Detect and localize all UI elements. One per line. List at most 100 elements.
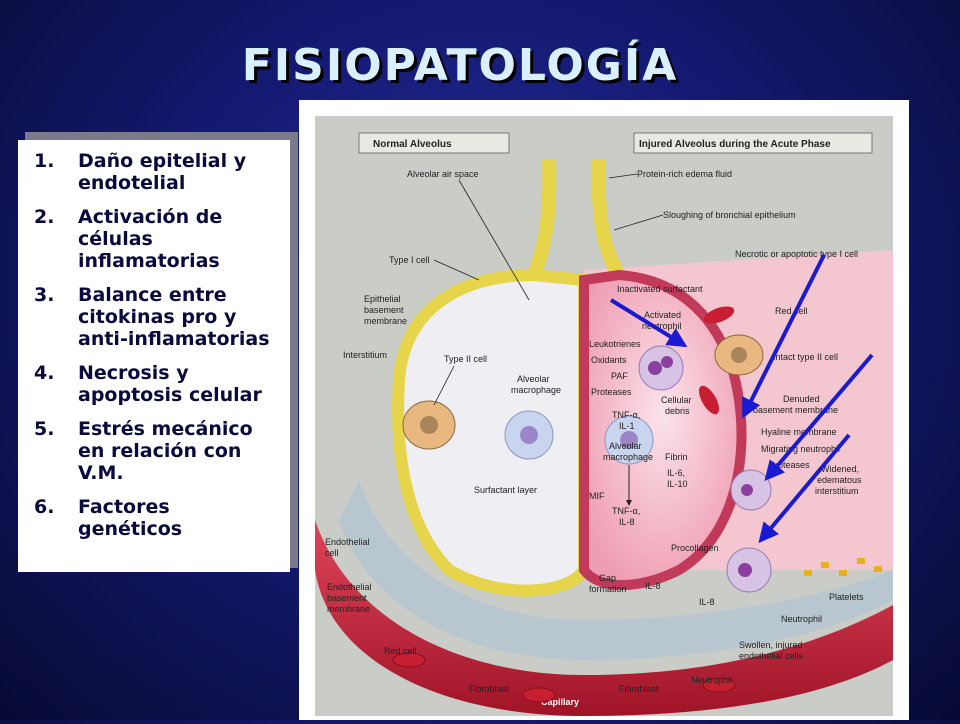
platelet-shape bbox=[804, 570, 812, 576]
red-cell-shape bbox=[522, 687, 556, 703]
red-cell-shape bbox=[698, 385, 720, 415]
label-tnf-il8: TNF-α, bbox=[612, 506, 640, 516]
label-endothelial-bm: membrane bbox=[327, 604, 370, 614]
label-epithelial-bm: basement bbox=[364, 305, 404, 315]
label-necrotic-cell: Necrotic or apoptotic type I cell bbox=[735, 249, 858, 259]
list-item: 2. Activación de células inflamatorias bbox=[28, 206, 280, 272]
capillary-vessel bbox=[315, 520, 893, 716]
list-item: 6. Factores genéticos bbox=[28, 496, 280, 540]
list-item-number: 6. bbox=[34, 496, 55, 518]
label-il8: IL-8 bbox=[699, 597, 715, 607]
type-ii-nucleus bbox=[731, 347, 747, 363]
label-leukotrienes: Leukotrienes bbox=[589, 339, 641, 349]
label-fibrin: Fibrin bbox=[665, 452, 688, 462]
label-endothelial-bm: basement bbox=[327, 593, 367, 603]
label-epithelial-bm: Epithelial bbox=[364, 294, 401, 304]
label-tnf-il1: IL-1 bbox=[619, 421, 635, 431]
list-item: 5. Estrés mecánico en relación con V.M. bbox=[28, 418, 280, 484]
list-item-text: Factores genéticos bbox=[78, 496, 183, 540]
normal-alveolus-space bbox=[392, 268, 590, 597]
label-interstitium: Interstitium bbox=[343, 350, 387, 360]
label-il6-il10: IL-10 bbox=[667, 479, 688, 489]
pathophysiology-list: 1. Daño epitelial y endotelial 2. Activa… bbox=[18, 140, 290, 572]
label-gap-formation: Gap bbox=[599, 573, 616, 583]
label-procollagen: Procollagen bbox=[671, 543, 719, 553]
label-platelets: Platelets bbox=[829, 592, 864, 602]
label-neutrophil-bottom: Neutrophil bbox=[691, 675, 732, 685]
label-red-cell-right: Red cell bbox=[775, 306, 808, 316]
label-swollen-endothelial: endothelial cells bbox=[739, 651, 804, 661]
list-item-text: Estrés mecánico en relación con V.M. bbox=[78, 418, 253, 484]
platelet-shape bbox=[874, 566, 882, 572]
label-fibroblast-right: Fibroblast bbox=[619, 684, 659, 694]
interstitium-band bbox=[339, 480, 893, 660]
list-item-text: Necrosis y apoptosis celular bbox=[78, 362, 262, 406]
label-activated-neutrophil: Activated bbox=[644, 310, 681, 320]
label-alveolar-macrophage: Alveolar bbox=[517, 374, 550, 384]
label-tnf-il8: IL-8 bbox=[619, 517, 635, 527]
label-widened-interstitium: Widened, bbox=[821, 464, 859, 474]
list-item-number: 4. bbox=[34, 362, 55, 384]
label-alveolar-macrophage: macrophage bbox=[511, 385, 561, 395]
list-item: 3. Balance entre citokinas pro y anti-in… bbox=[28, 284, 280, 350]
label-denuded-bm: Denuded bbox=[783, 394, 820, 404]
label-cellular-debris: debris bbox=[665, 406, 690, 416]
blue-arrow-hyaline bbox=[742, 254, 826, 419]
label-il6-il10: IL-6, bbox=[667, 468, 685, 478]
leader-line bbox=[433, 365, 455, 406]
leader-line bbox=[613, 214, 664, 231]
label-fibroblast-left: Fibroblast bbox=[469, 684, 509, 694]
label-il8: IL-8 bbox=[645, 581, 661, 591]
label-activated-neutrophil: neutrophil bbox=[642, 321, 682, 331]
label-denuded-bm: basement membrane bbox=[753, 405, 838, 415]
label-migrating-neutrophil: Migrating neutrophil bbox=[761, 444, 840, 454]
header-injured-alveolus: Injured Alveolus during the Acute Phase bbox=[639, 139, 831, 150]
red-cell-shape bbox=[392, 652, 426, 668]
list-item-number: 3. bbox=[34, 284, 55, 306]
capillary-label: Capillary bbox=[541, 697, 579, 707]
list-item-text: Daño epitelial y endotelial bbox=[78, 150, 247, 194]
red-cell-shape bbox=[703, 306, 735, 324]
label-edema-fluid: Protein-rich edema fluid bbox=[637, 169, 732, 179]
list-item: 1. Daño epitelial y endotelial bbox=[28, 150, 280, 194]
label-epithelial-bm: membrane bbox=[364, 316, 407, 326]
label-hyaline-membrane: Hyaline membrane bbox=[761, 427, 837, 437]
label-inactivated-surfactant: Inactivated surfactant bbox=[617, 284, 703, 294]
label-proteases-right: Proteases bbox=[769, 460, 810, 470]
neutrophil-nucleus bbox=[738, 563, 752, 577]
label-red-cell: Red cell bbox=[384, 646, 417, 656]
leader-line bbox=[458, 179, 530, 301]
label-endothelial-cell: Endothelial bbox=[325, 537, 370, 547]
list-item: 4. Necrosis y apoptosis celular bbox=[28, 362, 280, 406]
label-gap-formation: formation bbox=[589, 584, 627, 594]
macrophage-nucleus bbox=[520, 426, 538, 444]
label-intact-type-ii: Intact type II cell bbox=[773, 352, 838, 362]
red-cell-shape bbox=[702, 677, 736, 693]
label-surfactant-layer: Surfactant layer bbox=[474, 485, 537, 495]
platelet-shape bbox=[821, 562, 829, 568]
bronchiole-wall-right bbox=[591, 159, 626, 279]
label-widened-interstitium: edematous bbox=[817, 475, 862, 485]
header-normal-alveolus: Normal Alveolus bbox=[373, 139, 452, 150]
macrophage-nucleus bbox=[620, 431, 638, 449]
blue-arrow-endothelial bbox=[758, 433, 851, 544]
alveolus-diagram: Normal Alveolus Injured Alveolus during … bbox=[315, 116, 893, 716]
list-item-number: 5. bbox=[34, 418, 55, 440]
list-item-number: 2. bbox=[34, 206, 55, 228]
header-right-box bbox=[633, 132, 873, 154]
label-paf: PAF bbox=[611, 371, 628, 381]
label-type-i-cell: Type I cell bbox=[389, 255, 430, 265]
label-alveolar-macrophage-right: Alveolar bbox=[609, 441, 642, 451]
blue-arrow-epithelial bbox=[609, 298, 688, 348]
label-mif: MIF bbox=[589, 491, 605, 501]
leader-line bbox=[608, 173, 638, 179]
list-item-text: Balance entre citokinas pro y anti-infla… bbox=[78, 284, 270, 350]
alveolus-figure: Normal Alveolus Injured Alveolus during … bbox=[299, 100, 909, 720]
blue-arrow-neutrophil bbox=[764, 353, 874, 482]
neutrophil-nucleus bbox=[648, 361, 662, 375]
platelet-shape bbox=[839, 570, 847, 576]
type-ii-nucleus bbox=[420, 416, 438, 434]
platelet-shape bbox=[857, 558, 865, 564]
label-endothelial-cell: cell bbox=[325, 548, 339, 558]
neutrophil-nucleus bbox=[661, 356, 673, 368]
